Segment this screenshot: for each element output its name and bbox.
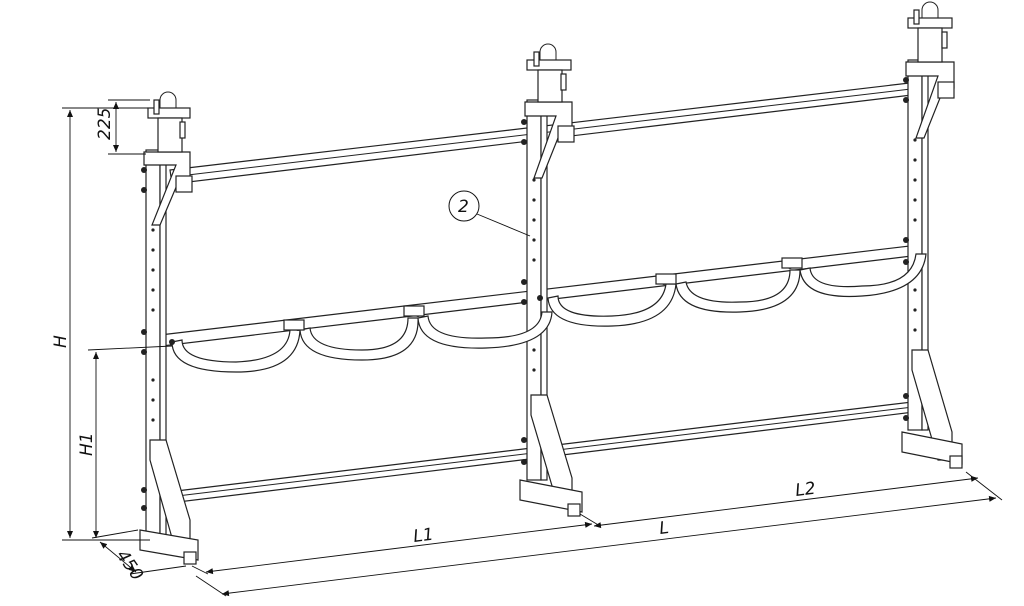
dim-length-2: L2 — [593, 475, 979, 529]
dim-height: H — [51, 107, 150, 541]
cradle-hoops — [169, 253, 927, 373]
left-post — [139, 91, 199, 565]
dim-length-1: L1 — [191, 513, 601, 575]
dim-label-l: L — [658, 518, 670, 539]
dim-top-offset: 225 — [95, 99, 150, 155]
right-post — [901, 1, 963, 469]
dim-label-h1: H1 — [77, 432, 97, 456]
callout-label: 2 — [458, 197, 469, 217]
dim-height-lower: H1 — [77, 345, 173, 538]
dim-label-h: H — [51, 335, 71, 348]
dim-length-total: L — [195, 471, 1003, 597]
dim-label-225: 225 — [95, 108, 115, 140]
dim-label-l1: L1 — [412, 525, 435, 547]
dim-label-450: 450 — [112, 546, 147, 584]
callout-2: 2 — [448, 190, 531, 237]
dim-label-l2: L2 — [794, 479, 817, 501]
